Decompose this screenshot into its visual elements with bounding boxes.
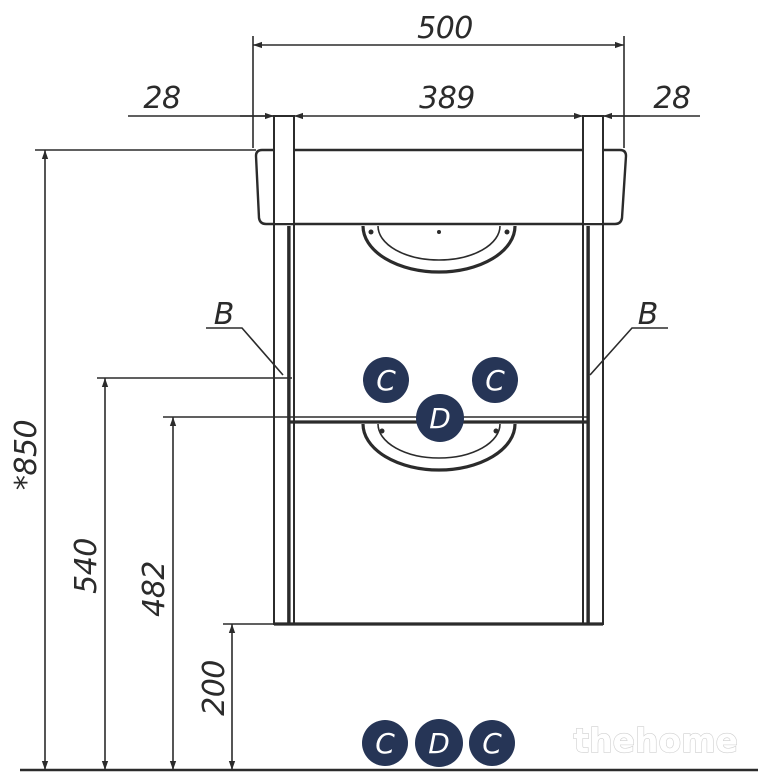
badge-c-floor-left-text: C xyxy=(375,727,395,760)
dimension-850-label: *850 xyxy=(9,420,44,490)
badge-d-center-text: D xyxy=(429,402,451,435)
dimension-200-label: 200 xyxy=(197,660,232,716)
lower-cutout xyxy=(361,423,517,472)
dimension-500-label: 500 xyxy=(417,11,473,46)
badge-c-right-text: C xyxy=(485,364,505,397)
label-b-right: B xyxy=(589,297,668,376)
badge-c-left-text: C xyxy=(376,364,396,397)
basin-top xyxy=(254,148,628,226)
upper-cutout xyxy=(361,225,517,274)
dimension-28-right-label: 28 xyxy=(653,81,690,116)
badge-d-center: D xyxy=(416,394,464,442)
dimension-28-left-label: 28 xyxy=(143,81,180,116)
badge-c-floor-right-text: C xyxy=(482,727,502,760)
dimension-482-label: 482 xyxy=(137,561,172,617)
badge-c-floor-left: C xyxy=(362,720,408,766)
watermark-text: thehome xyxy=(573,721,738,760)
badge-d-floor: D xyxy=(415,719,463,767)
badge-c-right: C xyxy=(472,357,518,403)
dimension-540-label: 540 xyxy=(69,538,104,594)
cabinet-body xyxy=(273,115,604,626)
dimension-row-28-389-28: 28 389 28 xyxy=(128,81,700,120)
dimension-540: 540 xyxy=(69,377,292,770)
label-b-left-text: B xyxy=(214,297,235,332)
dimension-850: *850 xyxy=(9,149,256,770)
dimension-500: 500 xyxy=(252,11,625,148)
dimension-389-label: 389 xyxy=(419,81,475,116)
dimension-482: 482 xyxy=(137,416,289,770)
badge-c-floor-right: C xyxy=(469,720,515,766)
badge-c-left: C xyxy=(363,357,409,403)
dimension-200: 200 xyxy=(197,623,274,770)
label-b-left: B xyxy=(206,297,284,376)
badge-d-floor-text: D xyxy=(428,727,450,760)
label-b-right-text: B xyxy=(638,297,659,332)
